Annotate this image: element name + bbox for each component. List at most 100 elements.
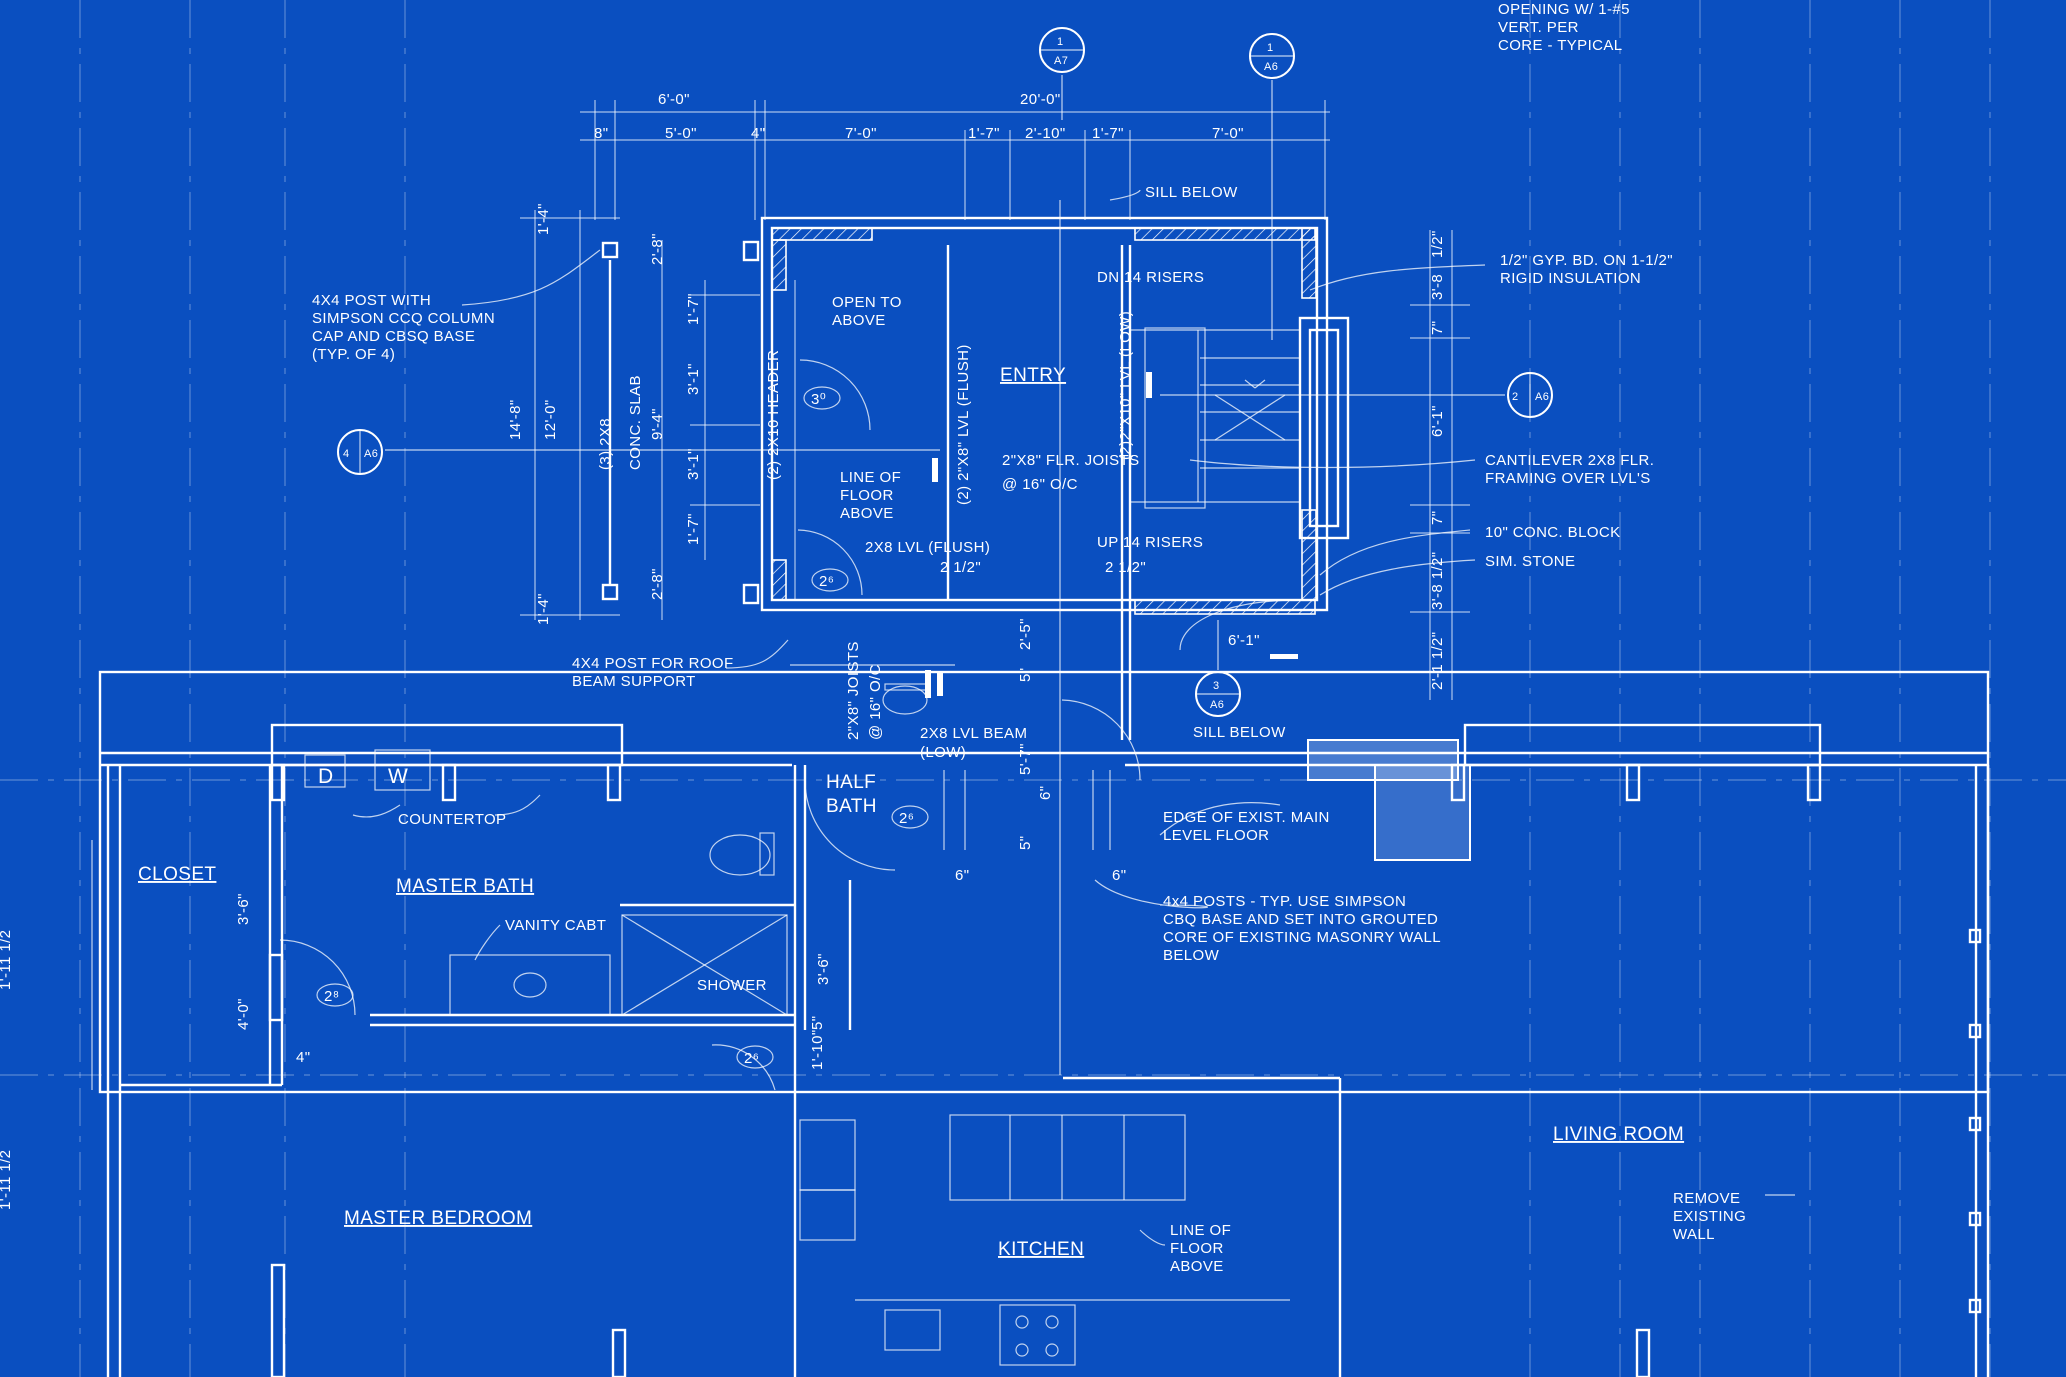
note-kitchen-floor-3: ABOVE	[1170, 1258, 1224, 1275]
dim-l10: 12'-0"	[542, 399, 559, 440]
dim-w5c: 5"	[809, 1016, 826, 1030]
note-sill-top: SILL BELOW	[1145, 184, 1238, 201]
dim-l4: 3'-1"	[685, 363, 702, 395]
top-dimensions: 6'-0" 20'-0" 8" 5'-0" 4" 7'-0" 1'-7" 2'-…	[580, 91, 1330, 220]
note-roof-post-2: BEAM SUPPORT	[572, 673, 696, 690]
dim-w6c: 6"	[1112, 867, 1126, 884]
label-dryer: D	[318, 765, 334, 788]
room-entry: ENTRY	[1000, 365, 1066, 386]
note-block: 10" CONC. BLOCK	[1485, 524, 1621, 541]
note-posts-2: CBQ BASE AND SET INTO GROUTED	[1163, 911, 1438, 928]
note-post-3: CAP AND CBSQ BASE	[312, 328, 475, 345]
dim-w57: 5'-7"	[1017, 743, 1034, 775]
note-remove-1: REMOVE	[1673, 1190, 1740, 1207]
note-stone: SIM. STONE	[1485, 553, 1575, 570]
left-dimensions: 1'-4" 2'-8" 1'-7" 3'-1" 3'-1" 1'-7" 2'-8…	[507, 203, 760, 625]
dim-l3: 1'-7"	[685, 293, 702, 325]
label-washer: W	[388, 765, 408, 788]
dim-w4in: 4"	[296, 1049, 310, 1066]
section-marker-top-a7: 1 A7	[1039, 27, 1085, 120]
note-vanity: VANITY CABT	[505, 917, 606, 934]
note-opening-2: VERT. PER	[1498, 19, 1579, 36]
dim-w5b: 5"	[1017, 836, 1034, 850]
section-3-sheet: A6	[1535, 391, 1549, 403]
dim-w110: 1'-10"	[809, 1029, 826, 1070]
dim-w25: 2'-5"	[1017, 618, 1034, 650]
slab-note-1: (3) 2X8	[597, 418, 614, 470]
section-4-num: 4	[343, 448, 350, 460]
note-post-4: (TYP. OF 4)	[312, 346, 395, 363]
note-up-risers: UP 14 RISERS	[1097, 534, 1203, 551]
dim-rt1: 1/2"	[1429, 230, 1446, 258]
dim-rt5: 7"	[1429, 511, 1446, 525]
note-oc-v: @ 16" O/C	[867, 664, 884, 740]
note-posts-3: CORE OF EXISTING MASONRY WALL	[1163, 929, 1441, 946]
dim-r1: 8"	[594, 125, 608, 142]
note-line-floor-2: FLOOR	[840, 487, 894, 504]
right-dimensions: 1/2" 3'-8 7" 6'-1" 7" 3'-8 1/2" 2'-1 1/2…	[1410, 230, 1470, 700]
dim-w36a: 3'-6"	[235, 893, 252, 925]
note-lvl-low: (2)2"X10" LVL (LOW)	[1117, 311, 1134, 460]
note-remove-3: WALL	[1673, 1226, 1715, 1243]
section-4-sheet: A6	[364, 448, 378, 460]
room-half-bath-1: HALF	[826, 772, 876, 793]
note-low: (LOW)	[920, 744, 966, 761]
dim-r7: 1'-7"	[1092, 125, 1124, 142]
note-opening-1: OPENING W/ 1-#5	[1498, 1, 1630, 18]
note-kitchen-floor-2: FLOOR	[1170, 1240, 1224, 1257]
note-line-floor-1: LINE OF	[840, 469, 901, 486]
dim-l5: 3'-1"	[685, 448, 702, 480]
dim-l1: 1'-4"	[535, 203, 552, 235]
room-labels: ENTRY CLOSET MASTER BATH HALF BATH MASTE…	[138, 365, 1684, 1260]
door-tag-4: 2⁶	[744, 1050, 759, 1067]
note-lvl-flush: 2X8 LVL (FLUSH)	[865, 539, 990, 556]
note-post-1: 4X4 POST WITH	[312, 292, 431, 309]
section-2-num: 1	[1267, 42, 1274, 54]
note-roof-post-1: 4X4 POST FOR ROOF	[572, 655, 734, 672]
note-countertop: COUNTERTOP	[398, 811, 506, 828]
leader-lines	[352, 189, 1795, 1246]
dim-l6: 1'-7"	[685, 513, 702, 545]
note-lvl-beam: 2X8 LVL BEAM	[920, 725, 1027, 742]
room-closet: CLOSET	[138, 864, 216, 885]
room-kitchen: KITCHEN	[998, 1239, 1084, 1260]
section-2-sheet: A6	[1264, 61, 1278, 73]
note-posts-1: 4x4 POSTS - TYP. USE SIMPSON	[1163, 893, 1406, 910]
dim-w36b: 3'-6"	[815, 953, 832, 985]
note-joists: 2"X8" FLR. JOISTS	[1002, 452, 1140, 469]
dim-r8: 7'-0"	[1212, 125, 1244, 142]
section-markers: 1 A7 1 A6 2 A6 4 A6 3	[337, 27, 1553, 717]
room-half-bath-2: BATH	[826, 796, 877, 817]
note-post-2: SIMPSON CCQ COLUMN	[312, 310, 495, 327]
room-master-bath: MASTER BATH	[396, 876, 534, 897]
slab-note-2: CONC. SLAB	[627, 375, 644, 470]
dim-l2: 2'-8"	[649, 233, 666, 265]
dim-w5a: 5"	[1017, 668, 1034, 682]
note-gyp-2: RIGID INSULATION	[1500, 270, 1641, 287]
note-shower: SHOWER	[697, 977, 767, 994]
dim-rt6: 3'-8 1/2"	[1429, 552, 1446, 611]
dim-rt2: 3'-8	[1429, 274, 1446, 300]
note-edge-1: EDGE OF EXIST. MAIN	[1163, 809, 1330, 826]
door-tag-2: 2⁶	[819, 573, 834, 590]
note-line-floor-3: ABOVE	[840, 505, 894, 522]
dim-rt3: 7"	[1429, 321, 1446, 335]
dim-r2: 5'-0"	[665, 125, 697, 142]
note-open-1: OPEN TO	[832, 294, 902, 311]
note-header: (2) 2X10 HEADER	[765, 350, 782, 480]
annotations: OPENING W/ 1-#5 VERT. PER CORE - TYPICAL…	[0, 1, 1746, 1275]
note-cantilever-2: FRAMING OVER LVL'S	[1485, 470, 1651, 487]
section-1-num: 1	[1057, 36, 1064, 48]
section-marker-left-a6: 4 A6	[337, 429, 940, 475]
note-oc: @ 16" O/C	[1002, 476, 1078, 493]
door-tag-1: 3⁰	[811, 391, 826, 408]
note-dn-risers: DN 14 RISERS	[1097, 269, 1204, 286]
note-joists-v: 2"X8" JOISTS	[845, 641, 862, 740]
dim-top-b: 20'-0"	[1020, 91, 1061, 108]
dim-r3: 4"	[751, 125, 765, 142]
dim-w6b: 6"	[955, 867, 969, 884]
door-tag-3: 2⁶	[899, 810, 914, 827]
dim-side-a: 1'-11 1/2	[0, 930, 14, 990]
dim-rt4: 6'-1"	[1429, 405, 1446, 437]
